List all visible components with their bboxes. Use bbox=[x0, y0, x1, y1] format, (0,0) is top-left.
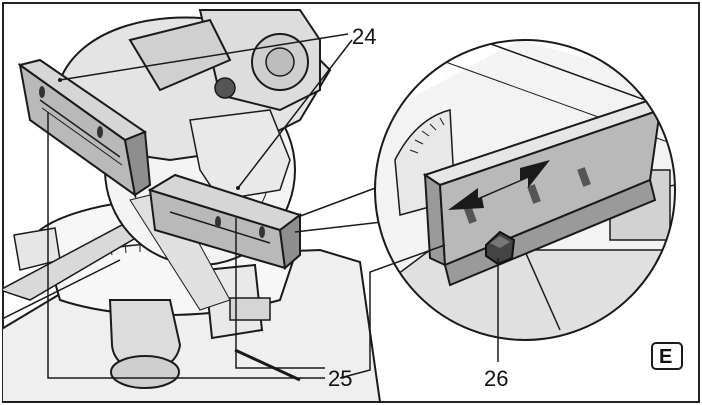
slide-direction-arrow bbox=[448, 160, 550, 210]
right-fence bbox=[147, 173, 303, 270]
callout-label-24: 24 bbox=[352, 24, 376, 49]
callout-label-25: 25 bbox=[328, 366, 352, 391]
left-fence bbox=[17, 58, 152, 198]
callout-label-26: 26 bbox=[484, 366, 508, 391]
detail-zoom-circle bbox=[374, 39, 676, 341]
callout-26: 26 bbox=[484, 258, 508, 391]
callout-25: 25 bbox=[47, 112, 446, 391]
saw-illustration bbox=[3, 9, 382, 402]
figure-label-text: E bbox=[659, 346, 672, 368]
sliding-fence-detail bbox=[422, 89, 662, 287]
figure-label-badge: E bbox=[651, 342, 683, 370]
callout-24: 24 bbox=[58, 24, 376, 190]
fence-lock-knob bbox=[485, 230, 516, 266]
